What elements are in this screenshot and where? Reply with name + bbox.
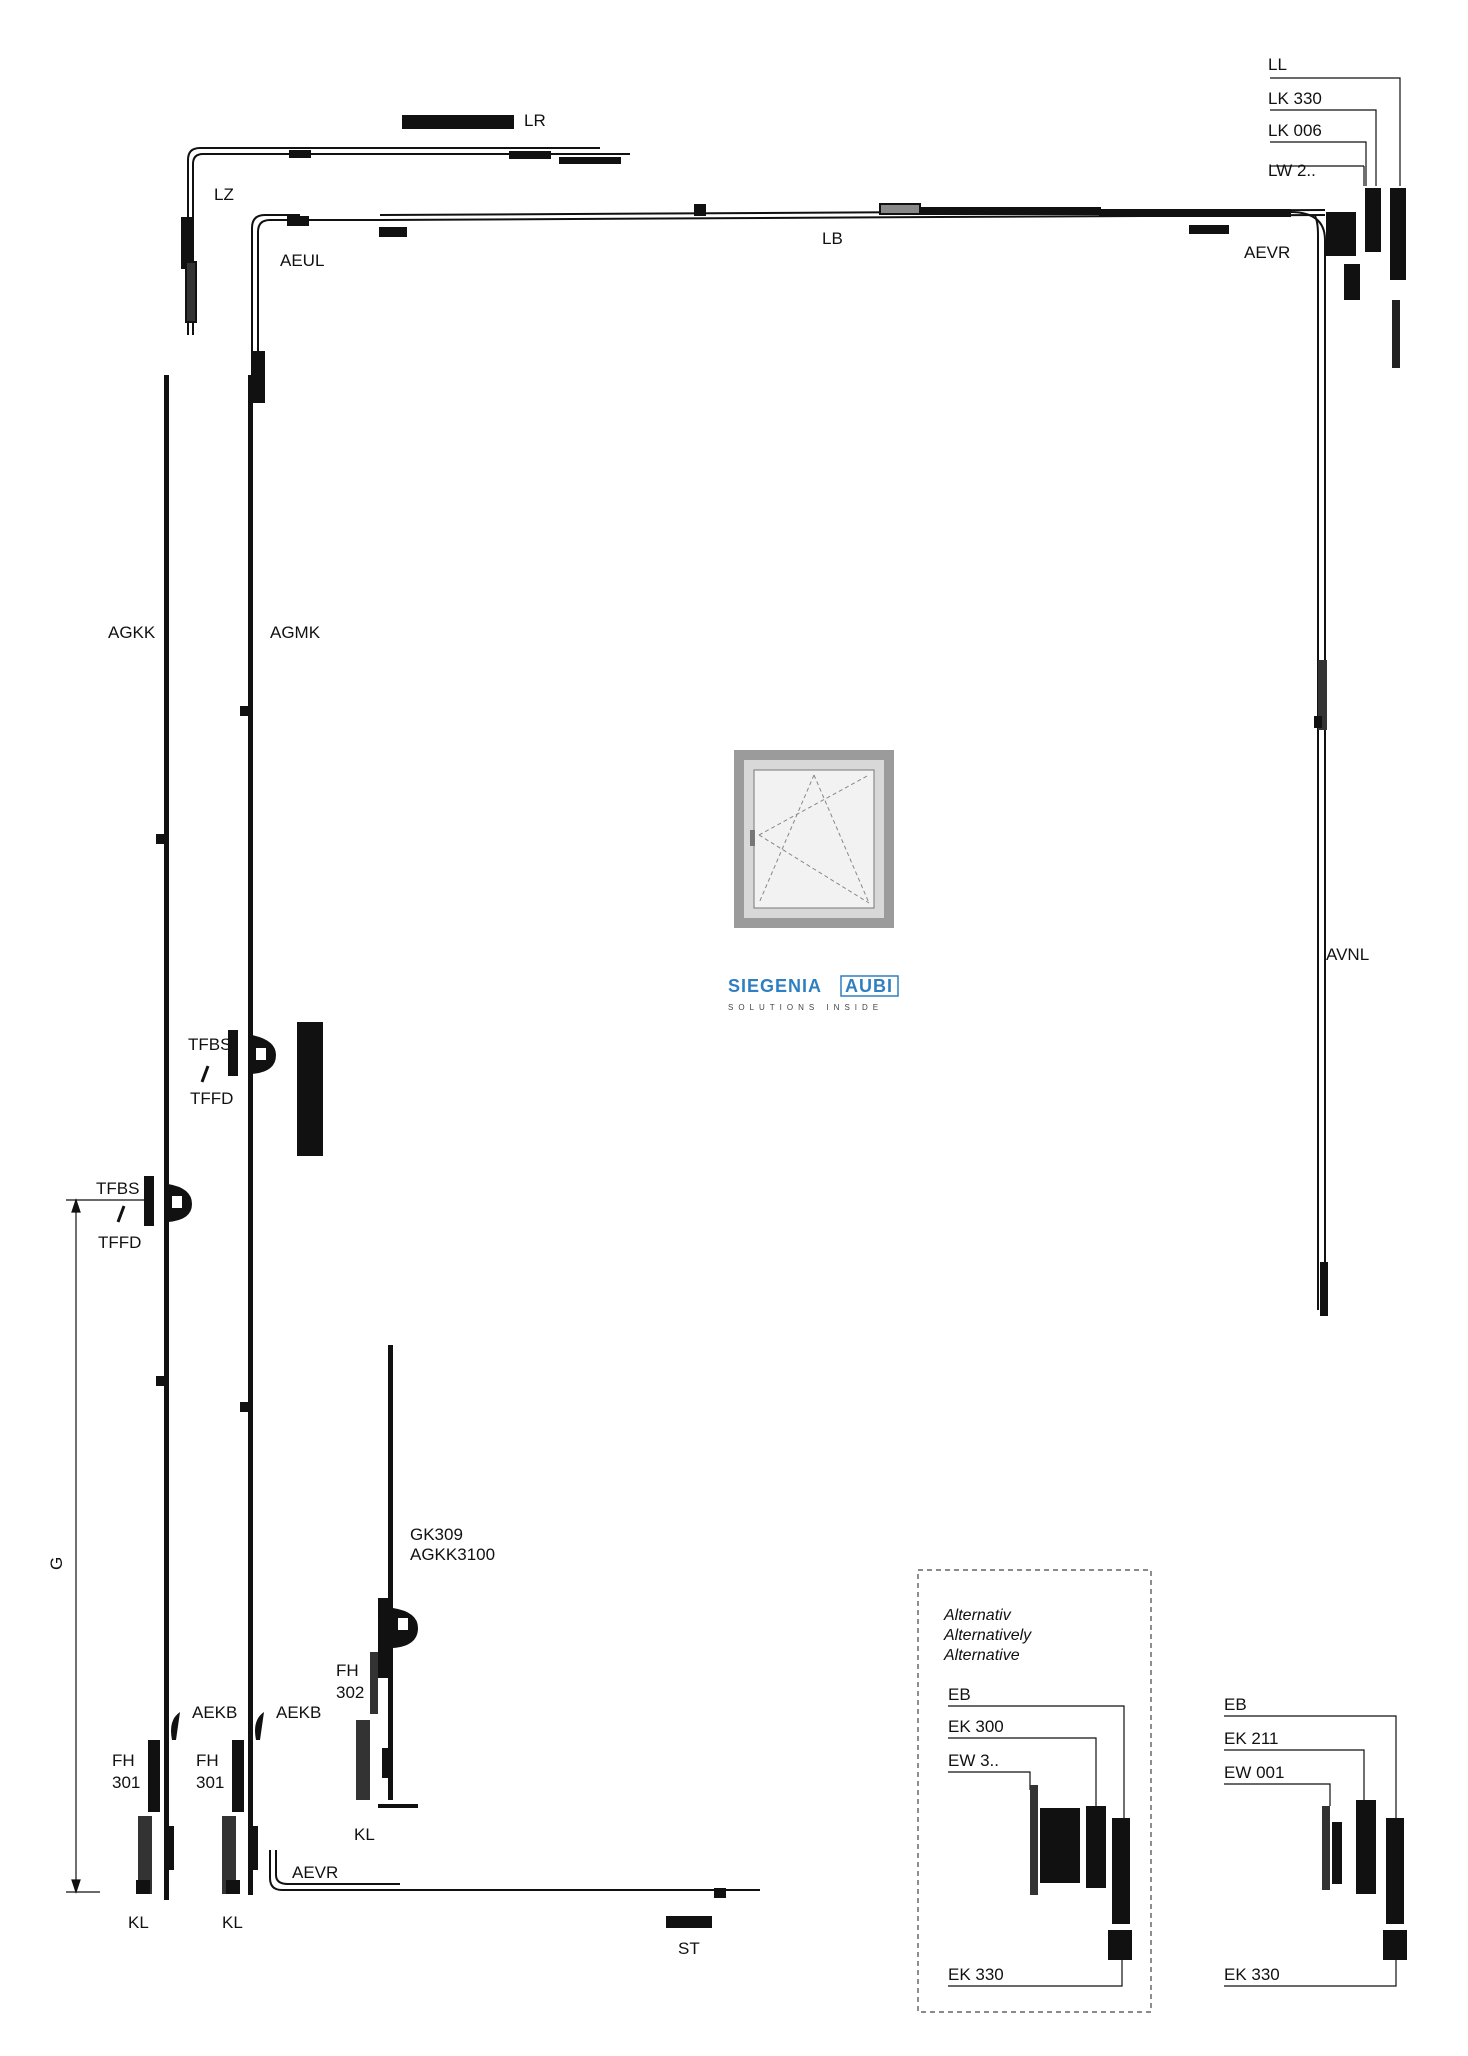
label-lk006: LK 006	[1268, 121, 1322, 140]
label-agmk: AGMK	[270, 623, 321, 642]
tfbs-upper	[200, 1022, 323, 1156]
label-aekb-left: AEKB	[192, 1703, 237, 1722]
siegenia-logo: SIEGENIA AUBI SOLUTIONS INSIDE	[728, 975, 899, 1012]
label-kl-left: KL	[128, 1913, 149, 1932]
svg-text:SIEGENIA: SIEGENIA	[728, 976, 822, 996]
lz-corner-drive	[181, 147, 630, 335]
label-fh301r-b: 301	[196, 1773, 224, 1792]
right-label-ew001: EW 001	[1224, 1763, 1284, 1782]
tfbs-lower	[116, 1176, 192, 1226]
label-avnl: AVNL	[1326, 945, 1369, 964]
fh301-right-assembly	[222, 1712, 264, 1894]
fh301-left-assembly	[136, 1712, 180, 1894]
alt-label-eb: EB	[948, 1685, 971, 1704]
agmk-rod	[240, 375, 253, 1895]
label-aevr-top: AEVR	[1244, 243, 1290, 262]
alt-title-de: Alternativ	[943, 1607, 1012, 1624]
label-tfbs-lower: TFBS	[96, 1179, 139, 1198]
label-st: ST	[678, 1939, 700, 1958]
label-fh302-a: FH	[336, 1661, 359, 1680]
gk309-rod	[356, 1345, 418, 1808]
g-dimension	[66, 1198, 150, 1894]
alt-label-ek300: EK 300	[948, 1717, 1004, 1736]
label-fh301l-a: FH	[112, 1751, 135, 1770]
label-lb: LB	[822, 229, 843, 248]
label-ll: LL	[1268, 55, 1287, 74]
right-label-eb: EB	[1224, 1695, 1247, 1714]
label-aekb-right: AEKB	[276, 1703, 321, 1722]
label-g: G	[47, 1557, 66, 1570]
label-agkk3100: AGKK3100	[410, 1545, 495, 1564]
label-gk309: GK309	[410, 1525, 463, 1544]
label-lz: LZ	[214, 185, 234, 204]
lr-component	[402, 115, 514, 129]
eb-assembly-right	[1224, 1715, 1407, 1987]
alt-title-en: Alternatively	[943, 1627, 1032, 1644]
label-lk330: LK 330	[1268, 89, 1322, 108]
svg-text:SOLUTIONS INSIDE: SOLUTIONS INSIDE	[728, 1003, 883, 1012]
right-label-ek330: EK 330	[1224, 1965, 1280, 1984]
svg-text:AUBI: AUBI	[845, 976, 893, 996]
lk-assembly	[1270, 77, 1406, 368]
agkk-rod	[156, 375, 169, 1900]
label-lw2: LW 2..	[1268, 161, 1316, 180]
aevr-bottom-bar	[269, 1850, 760, 1928]
window-pictogram	[734, 750, 894, 928]
label-agkk: AGKK	[108, 623, 156, 642]
lb-top-bar	[251, 203, 1326, 1315]
label-fh302-b: 302	[336, 1683, 364, 1702]
avnl-rod	[1314, 660, 1328, 1316]
label-kl-right: KL	[222, 1913, 243, 1932]
alt-title-fr: Alternative	[943, 1647, 1020, 1664]
label-aeul: AEUL	[280, 251, 324, 270]
right-label-ek211: EK 211	[1224, 1729, 1279, 1748]
label-tfbs-upper: TFBS	[188, 1035, 231, 1054]
label-aevr-bottom: AEVR	[292, 1863, 338, 1882]
label-tffd-upper: TFFD	[190, 1089, 233, 1108]
alt-label-ek330: EK 330	[948, 1965, 1004, 1984]
label-lr: LR	[524, 111, 546, 130]
alternative-box	[917, 1569, 1152, 2013]
label-kl-mid: KL	[354, 1825, 375, 1844]
label-fh301l-b: 301	[112, 1773, 140, 1792]
alt-label-ew3: EW 3..	[948, 1751, 999, 1770]
label-fh301r-a: FH	[196, 1751, 219, 1770]
label-tffd-lower: TFFD	[98, 1233, 141, 1252]
